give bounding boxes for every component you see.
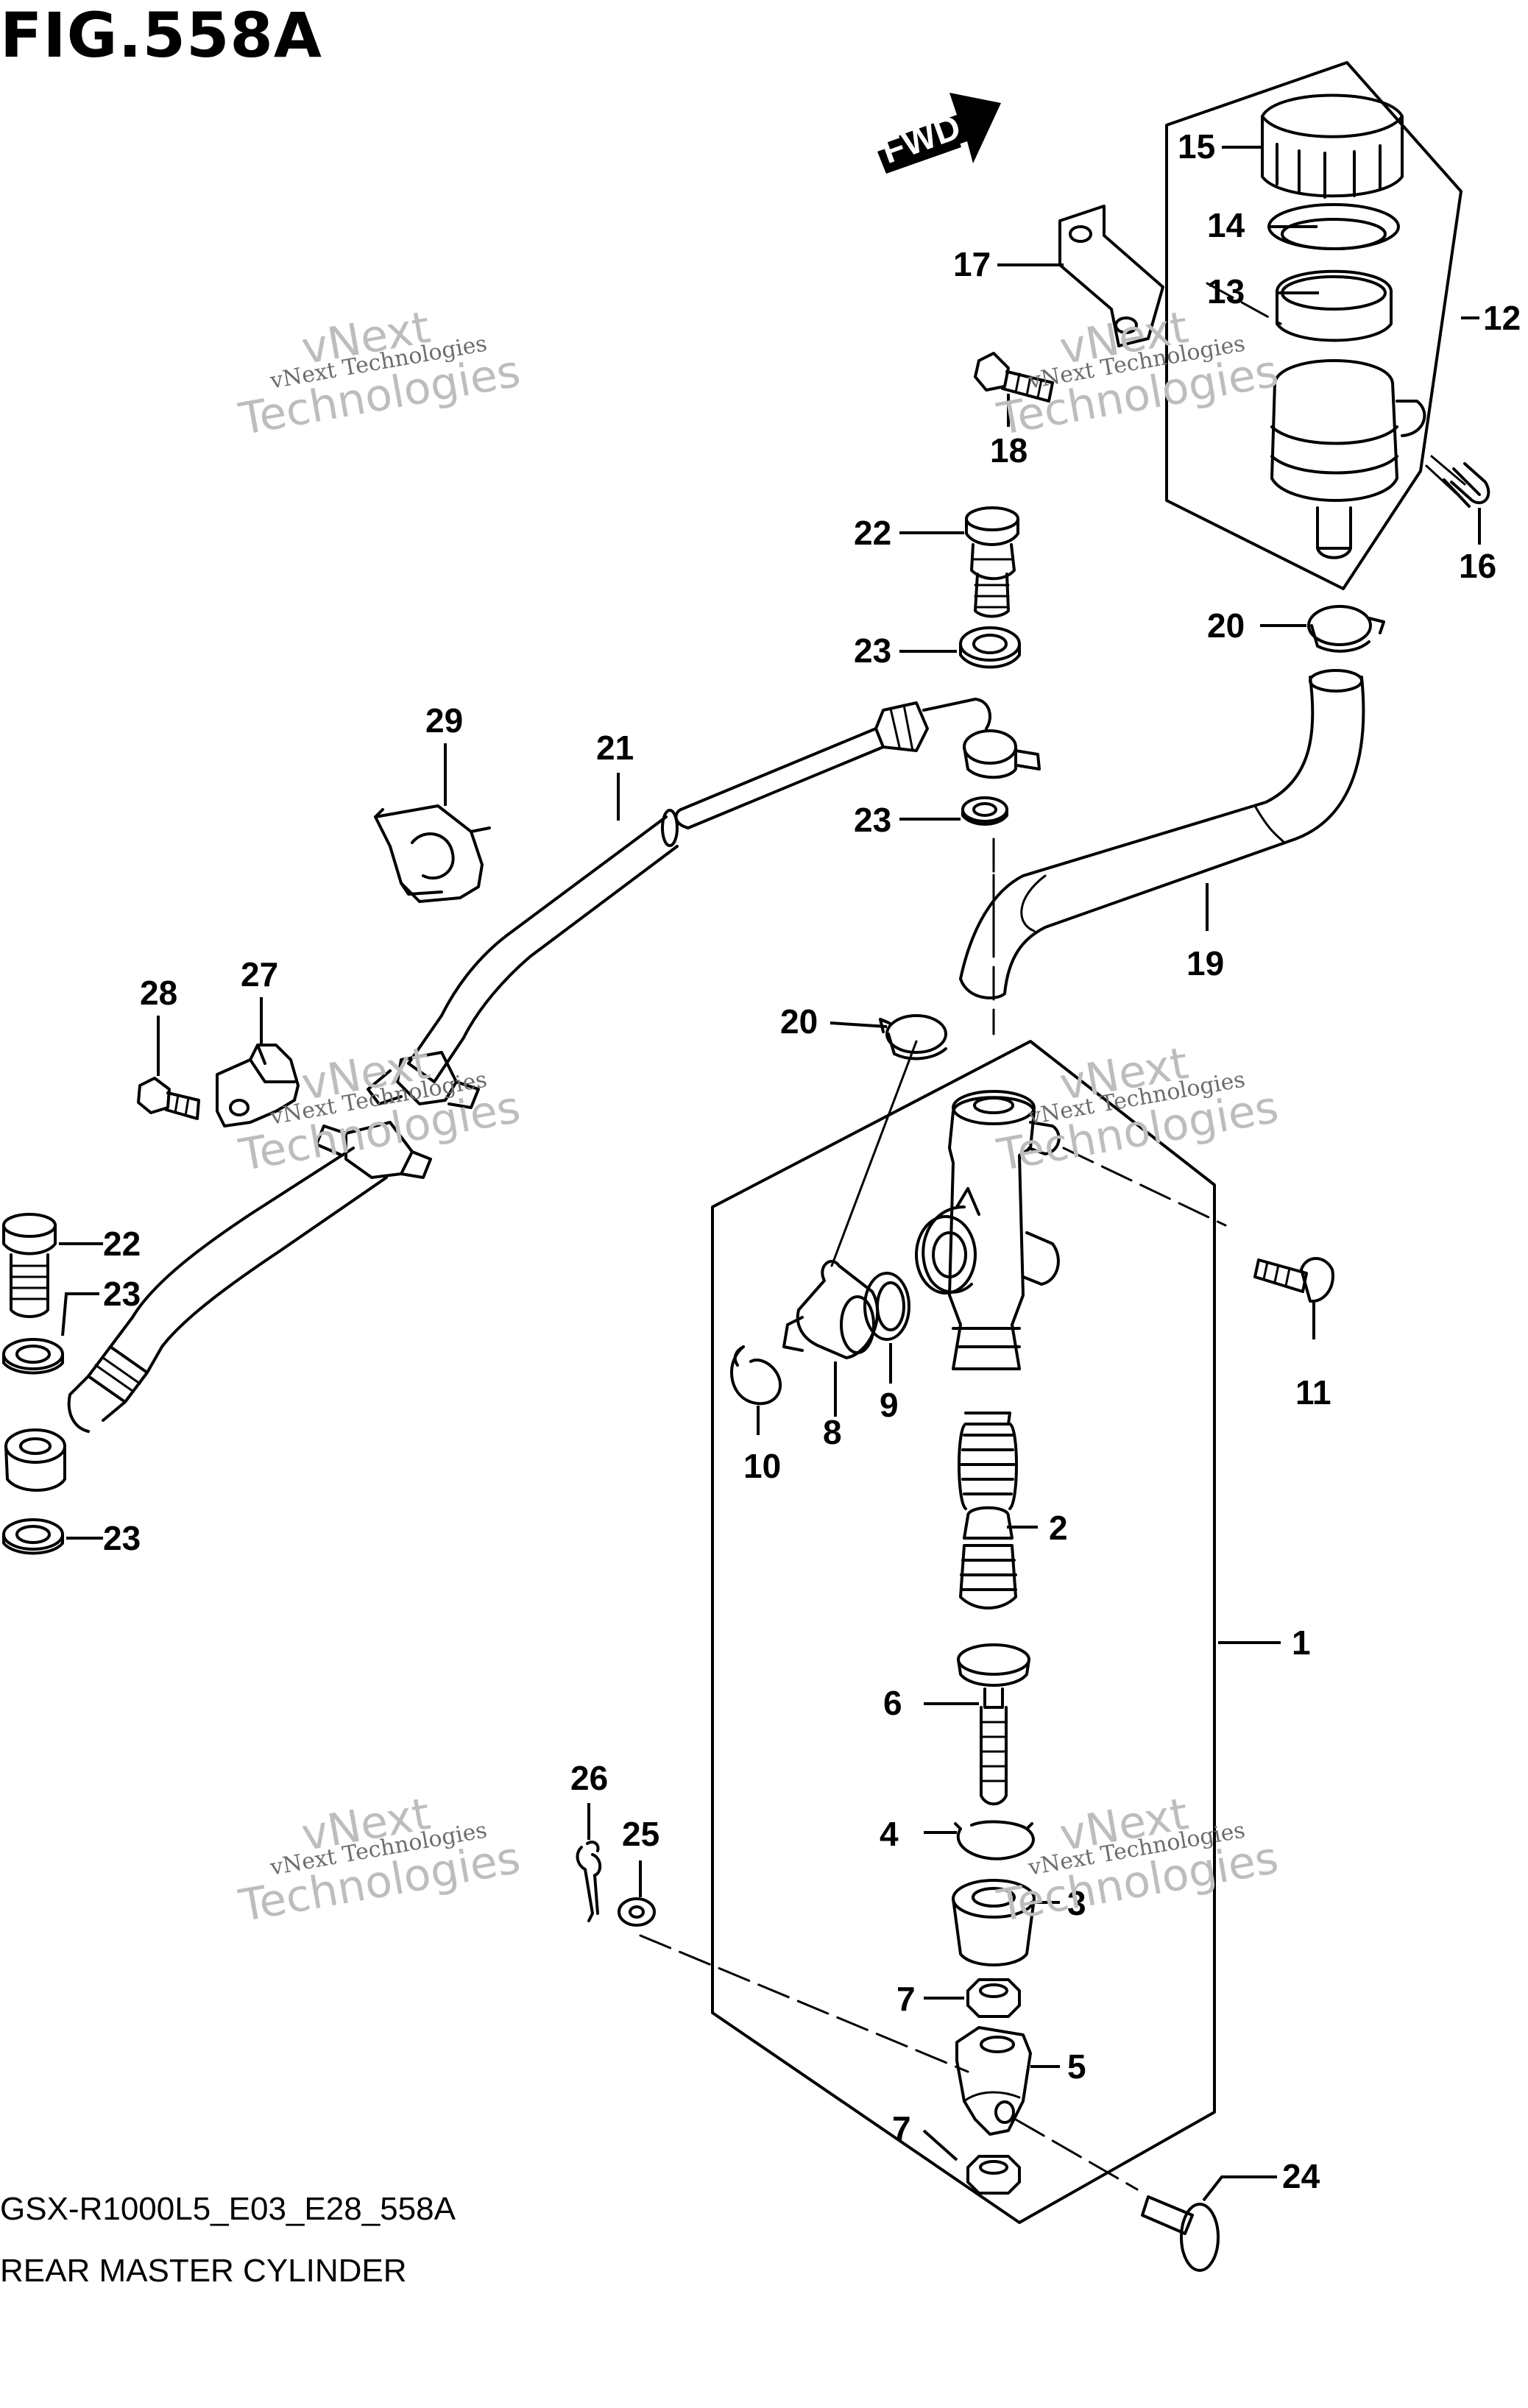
callout-22a: 22 [854, 514, 891, 552]
callout-29: 29 [425, 701, 463, 740]
sealing-washer-upper-2 [961, 796, 1008, 826]
callout-26: 26 [570, 1759, 608, 1797]
leader-23c [61, 1292, 99, 1336]
inlet-o-ring [863, 1272, 910, 1341]
union-bolt-upper [965, 506, 1019, 618]
inlet-fitting [782, 1260, 880, 1359]
reservoir-hose [959, 669, 1365, 999]
callout-27: 27 [241, 955, 278, 994]
callout-28: 28 [140, 974, 177, 1012]
reservoir-cap [1261, 93, 1404, 199]
reservoir-bracket [1058, 205, 1164, 347]
callout-7b: 7 [892, 2109, 911, 2147]
callout-19: 19 [1186, 944, 1224, 982]
diagram-name: REAR MASTER CYLINDER [0, 2253, 407, 2289]
push-rod [957, 1643, 1030, 1806]
assembly-box-reservoir [1165, 61, 1462, 590]
callout-16: 16 [1459, 547, 1496, 585]
pin-washer [618, 1897, 656, 1927]
callout-21: 21 [596, 729, 634, 767]
inlet-circlip [730, 1345, 782, 1406]
clevis-pin [1141, 2195, 1220, 2272]
callout-23b: 23 [854, 801, 891, 839]
sealing-washer-upper-1 [959, 626, 1021, 669]
hose-clamp-bracket [216, 1044, 300, 1127]
lock-nut-lower [966, 2155, 1021, 2195]
watermark-top-right: vNext Technologies vNext Technologies [993, 302, 1282, 446]
figure-title: FIG.558A [0, 0, 322, 71]
fwd-label: FWD [877, 107, 966, 171]
callout-17: 17 [953, 245, 991, 283]
banjo-fitting-lower [4, 1428, 66, 1492]
callout-23a: 23 [854, 631, 891, 670]
callout-1: 1 [1292, 1623, 1311, 1662]
hose-clamp-upper [1307, 605, 1385, 653]
brake-hose-lower-section [67, 1147, 388, 1433]
bracket-bolt [974, 352, 1054, 403]
callout-24: 24 [1282, 2157, 1320, 2195]
hose-clip [374, 804, 491, 903]
piston-spring-assembly [958, 1412, 1018, 1610]
reservoir-diaphragm [1276, 269, 1393, 342]
fwd-arrow: FWD [877, 93, 1001, 174]
callout-20a: 20 [1207, 606, 1245, 645]
callout-11: 11 [1295, 1373, 1331, 1412]
callout-10: 10 [743, 1447, 781, 1485]
callout-2: 2 [1049, 1509, 1068, 1547]
brake-hose-upper-section [674, 698, 1041, 829]
callout-22b: 22 [103, 1225, 141, 1263]
callout-7a: 7 [896, 1980, 916, 2018]
union-bolt-lower [2, 1213, 57, 1318]
callout-18: 18 [990, 431, 1027, 470]
callout-6: 6 [883, 1684, 902, 1722]
hose-guide-lower [315, 1121, 432, 1179]
watermark-top-left: vNext Technologies vNext Technologies [235, 302, 524, 446]
callout-23d: 23 [103, 1519, 141, 1557]
callout-12: 12 [1483, 299, 1521, 337]
leader-24 [1202, 2175, 1277, 2202]
callout-8: 8 [823, 1413, 842, 1451]
callout-9: 9 [880, 1386, 899, 1424]
cotter-pin [576, 1841, 602, 1922]
callout-15: 15 [1178, 127, 1215, 166]
reservoir-screw [1425, 455, 1490, 508]
callout-4: 4 [880, 1815, 899, 1853]
callout-23c: 23 [103, 1275, 141, 1313]
callout-20b: 20 [780, 1002, 818, 1041]
clevis-pin-axis [639, 1934, 969, 2073]
callout-5: 5 [1067, 2047, 1086, 2086]
hose-clamp-lower [879, 1014, 947, 1060]
leader-7b [922, 2129, 958, 2161]
reservoir-body [1270, 359, 1426, 559]
sealing-washer-lower-1 [2, 1338, 64, 1375]
rod-clevis [955, 2026, 1032, 2136]
assembly-box-master-cylinder [711, 1040, 1216, 2224]
brake-hose-main-section [407, 809, 679, 1083]
lock-nut-upper [966, 1978, 1021, 2018]
master-cylinder-body [915, 1090, 1061, 1370]
callout-3: 3 [1067, 1884, 1086, 1922]
dust-boot [952, 1879, 1036, 1966]
watermark-mid-left: vNext Technologies vNext Technologies [235, 1038, 524, 1182]
clamp-bracket-bolt [137, 1077, 200, 1120]
diagram-code: GSX-R1000L5_E03_E28_558A [0, 2191, 456, 2227]
callout-25: 25 [622, 1815, 659, 1853]
hose-guide-upper [367, 1051, 480, 1109]
watermark-bottom-right: vNext Technologies vNext Technologies [993, 1788, 1282, 1933]
inlet-axis-line [830, 1040, 918, 1267]
sealing-washer-lower-2 [2, 1518, 64, 1555]
cylinder-axis-screw [1062, 1147, 1227, 1227]
clevis-pin-axis-lower [1014, 2118, 1139, 2191]
leader-20b [830, 1021, 888, 1028]
callout-13: 13 [1207, 272, 1245, 311]
reservoir-axis-line [1206, 282, 1282, 325]
watermark-bottom-left: vNext Technologies vNext Technologies [235, 1788, 524, 1933]
push-rod-circlip [954, 1820, 1035, 1860]
callout-14: 14 [1207, 206, 1245, 244]
cylinder-mounting-screw [1253, 1257, 1334, 1303]
